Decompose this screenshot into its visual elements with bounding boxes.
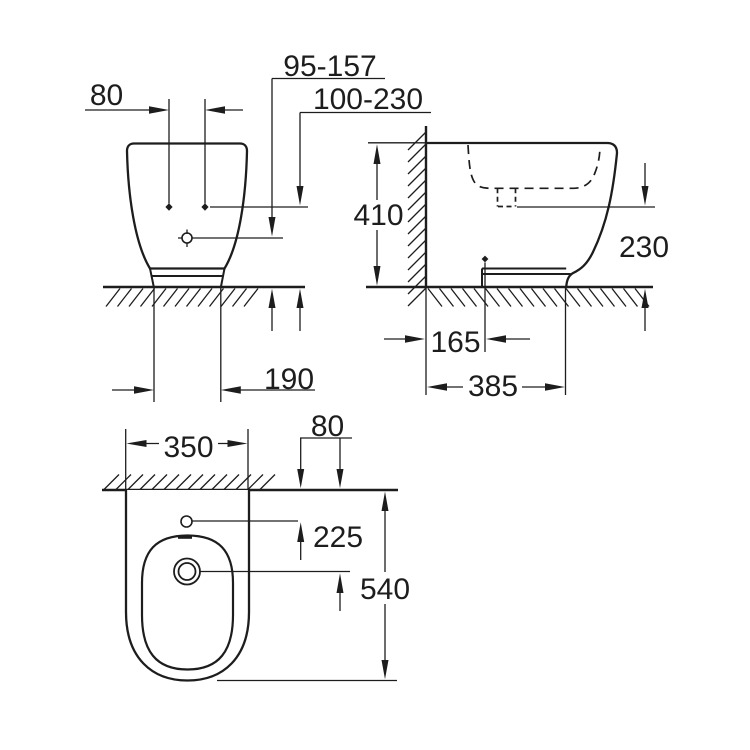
hidden-bowl-outline — [467, 144, 601, 190]
dim-label-overall-width: 350 — [163, 431, 213, 464]
floor-hatching — [427, 288, 650, 307]
dim-label-hole-height-range: 100-230 — [313, 83, 423, 116]
side-view: 410 230 165 385 — [353, 126, 669, 403]
front-view: 80 95-157 100-230 190 — [85, 50, 431, 402]
dim-label-spray-from-wall: 225 — [313, 521, 363, 554]
ground-hatching — [105, 288, 259, 307]
dim-label-rim-step-height: 230 — [619, 231, 669, 264]
base-lines — [481, 267, 571, 287]
top-view: 350 80 225 540 — [102, 410, 410, 682]
dim-label-spray-height-range: 95-157 — [283, 50, 376, 83]
hidden-drain-outline — [496, 188, 517, 208]
bowl-outline — [140, 534, 235, 671]
spray-hole — [181, 232, 193, 244]
dim-label-overall-length: 540 — [360, 573, 410, 606]
dim-label-outlet-offset: 190 — [264, 363, 314, 396]
body-outline — [125, 142, 249, 270]
dim-label-drain-from-wall: 165 — [430, 326, 480, 359]
dim-label-overall-height: 410 — [353, 199, 403, 232]
base-lines — [149, 268, 226, 288]
body-fill — [426, 143, 617, 287]
dimension-lines — [85, 77, 431, 402]
dimension-lines — [125, 429, 397, 682]
wall-hatching — [103, 474, 276, 490]
tap-hole — [180, 515, 193, 528]
dim-label-tap-hole-from-wall: 80 — [311, 410, 344, 443]
dim-label-hole-spacing: 80 — [90, 79, 123, 112]
dim-label-base-depth: 385 — [468, 370, 518, 403]
drain-inner — [177, 562, 197, 581]
wall-hatching — [407, 131, 427, 307]
dimension-lines — [368, 142, 655, 395]
body-outline — [426, 141, 619, 288]
